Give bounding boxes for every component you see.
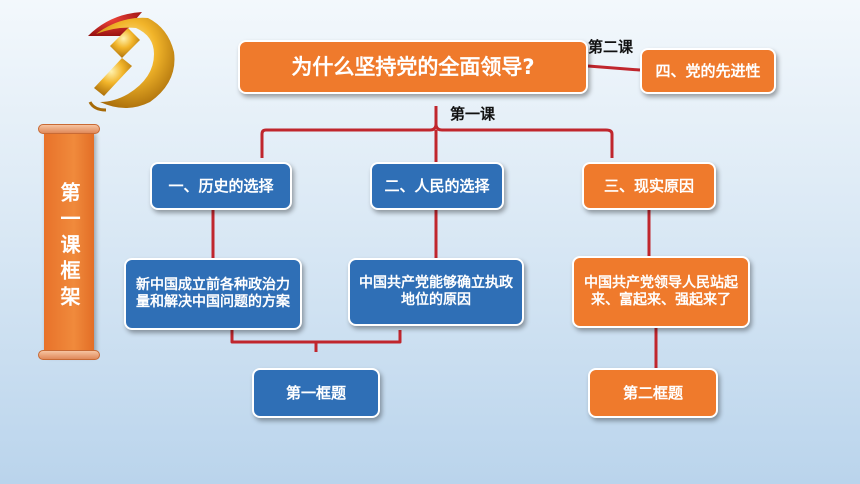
scroll-bottom-cap — [38, 350, 100, 360]
people-detail-box: 中国共产党能够确立执政地位的原因 — [348, 258, 524, 326]
reality-detail-box: 中国共产党领导人民站起来、富起来、强起来了 — [572, 256, 750, 328]
frame2-box: 第二框题 — [588, 368, 718, 418]
lesson1-label: 第一课 — [450, 105, 496, 123]
title-box: 为什么坚持党的全面领导? — [238, 40, 588, 94]
sidebar-title: 第一课框架 — [57, 182, 81, 312]
frame1-box: 第一框题 — [252, 368, 380, 418]
party-emblem-icon — [70, 6, 190, 116]
history-detail-box: 新中国成立前各种政治力量和解决中国问题的方案 — [124, 258, 302, 330]
frame1-text: 第一框题 — [285, 383, 346, 402]
connector-brace — [260, 106, 614, 158]
sidebar-scroll: 第一课框架 — [38, 124, 100, 360]
people-detail-text: 中国共产党能够确立执政地位的原因 — [359, 274, 513, 309]
reality-box: 三、现实原因 — [582, 162, 716, 210]
people-text: 二、人民的选择 — [384, 176, 490, 195]
advanced-box: 四、党的先进性 — [640, 48, 776, 94]
reality-detail-text: 中国共产党领导人民站起来、富起来、强起来了 — [584, 274, 738, 309]
history-box: 一、历史的选择 — [150, 162, 292, 210]
scroll-top-cap — [38, 124, 100, 134]
reality-text: 三、现实原因 — [603, 176, 694, 195]
connector-title-to-advanced — [587, 64, 641, 72]
people-box: 二、人民的选择 — [370, 162, 504, 210]
title-text: 为什么坚持党的全面领导? — [291, 54, 535, 79]
history-detail-text: 新中国成立前各种政治力量和解决中国问题的方案 — [136, 276, 290, 311]
connector-frame1-bracket — [230, 330, 402, 352]
frame2-text: 第二框题 — [622, 383, 683, 402]
lesson2-label: 第二课 — [588, 38, 634, 56]
advanced-text: 四、党的先进性 — [655, 61, 761, 80]
history-text: 一、历史的选择 — [168, 176, 274, 195]
